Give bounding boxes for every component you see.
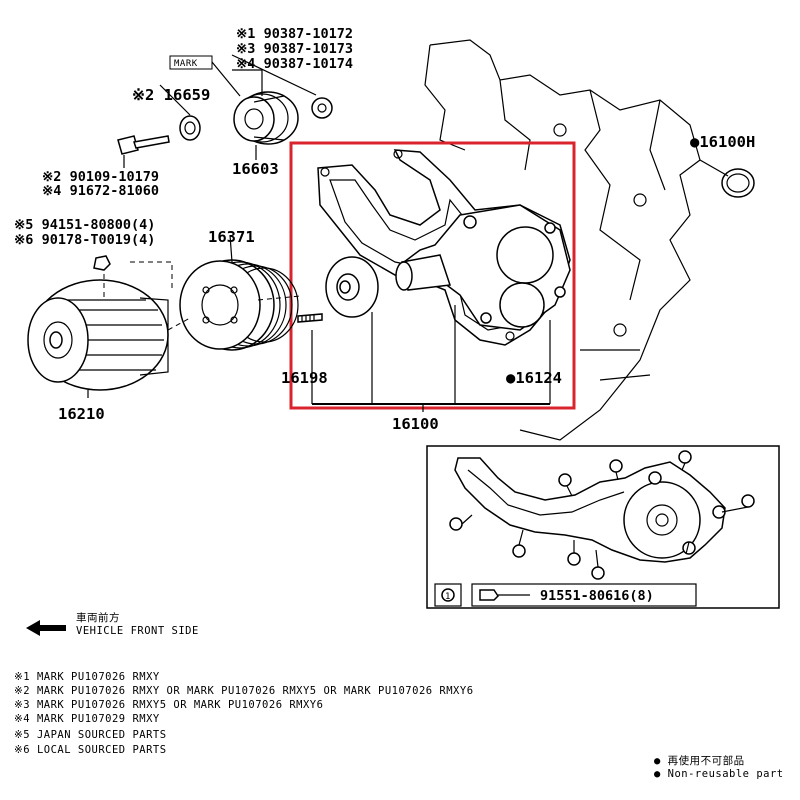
seal-16100h bbox=[699, 159, 755, 198]
vehicle-front-en: VEHICLE FRONT SIDE bbox=[76, 625, 199, 637]
mark-label: MARK bbox=[174, 59, 198, 69]
callout-90387-10174: ※4 90387-10174 bbox=[236, 56, 353, 72]
gasket-bolt-inset bbox=[426, 445, 780, 609]
callout-90109-10179: ※2 90109-10179 bbox=[42, 169, 159, 185]
pump-pulley-flange bbox=[325, 256, 379, 318]
spacer-90387 bbox=[311, 97, 333, 119]
footnote-4: ※4 MARK PU107029 RMXY bbox=[14, 713, 160, 725]
inset-bolt-markers bbox=[449, 450, 755, 580]
timing-cover-outline bbox=[424, 39, 701, 441]
highlight-box bbox=[289, 141, 576, 410]
callout-16210: 16210 bbox=[58, 405, 105, 423]
inset-circle-number: 1 bbox=[445, 592, 451, 602]
footnote-5: ※5 JAPAN SOURCED PARTS bbox=[14, 729, 167, 741]
idler-pulley-16603 bbox=[233, 91, 299, 145]
footnote-1: ※1 MARK PU107026 RMXY bbox=[14, 671, 160, 683]
footnote-2: ※2 MARK PU107026 RMXY OR MARK PU107026 R… bbox=[14, 685, 474, 697]
leader-16100 bbox=[311, 305, 551, 412]
callout-90387-10173: ※3 90387-10173 bbox=[236, 41, 353, 57]
assembly-guides bbox=[103, 261, 301, 331]
callout-16659: ※2 16659 bbox=[132, 86, 210, 104]
inset-bolt-part-number: 91551-80616(8) bbox=[540, 588, 654, 604]
nut-94151 bbox=[93, 255, 111, 271]
vehicle-front-jp: 車両前方 bbox=[76, 611, 120, 624]
callout-16198: 16198 bbox=[281, 369, 328, 387]
callout-91672-81060: ※4 91672-81060 bbox=[42, 183, 159, 199]
callout-16100: 16100 bbox=[392, 415, 439, 433]
stud-bolt-16198 bbox=[297, 313, 323, 323]
footnote-6: ※6 LOCAL SOURCED PARTS bbox=[14, 744, 167, 756]
callout-90387-10172: ※1 90387-10172 bbox=[236, 26, 353, 42]
callout-16371: 16371 bbox=[208, 228, 255, 246]
mark-leader bbox=[211, 61, 241, 97]
bolt-90109 bbox=[117, 135, 170, 155]
idler-cover-16659 bbox=[179, 115, 201, 141]
callout-16603: 16603 bbox=[232, 160, 279, 178]
callout-16100h: ●16100H bbox=[690, 133, 755, 151]
vehicle-front-arrow bbox=[26, 620, 66, 636]
leaders-top bbox=[87, 54, 317, 398]
footnote-3: ※3 MARK PU107026 RMXY5 OR MARK PU107026 … bbox=[14, 699, 323, 711]
fan-clutch-16210 bbox=[27, 279, 169, 391]
legend-nonreusable-jp: ● 再使用不可部品 bbox=[654, 754, 745, 767]
callout-90178-t0019: ※6 90178-T0019(4) bbox=[14, 232, 155, 248]
water-pump-assembly bbox=[395, 204, 571, 331]
callout-94151-80800: ※5 94151-80800(4) bbox=[14, 217, 155, 233]
pulley-16371 bbox=[179, 259, 299, 351]
legend-nonreusable-en: ● Non-reusable part bbox=[654, 768, 784, 780]
callout-16124: ●16124 bbox=[506, 369, 562, 387]
